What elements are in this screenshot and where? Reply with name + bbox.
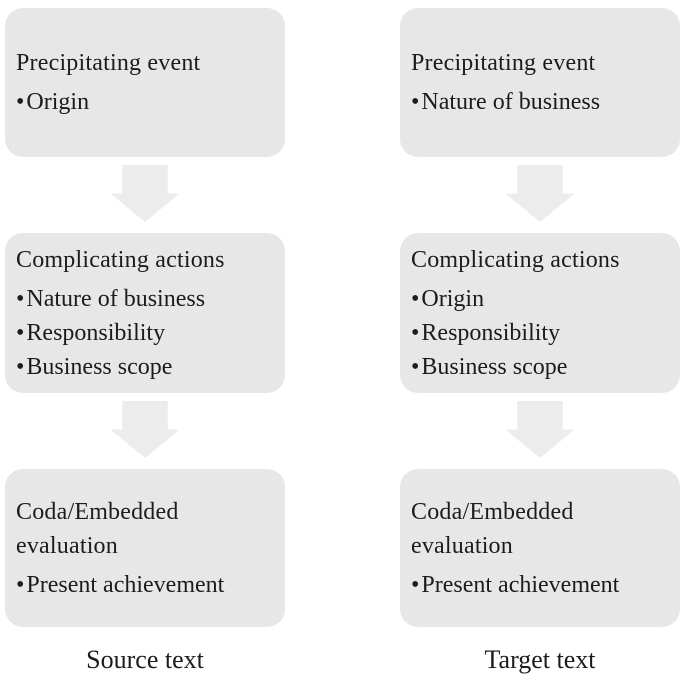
flow-box-coda-evaluation-source: Coda/Embedded evaluation • Present achie… bbox=[5, 469, 285, 627]
bullet-marker: • bbox=[411, 353, 420, 380]
bullet-text: Business scope bbox=[26, 353, 173, 380]
bullet-text: Responsibility bbox=[26, 319, 166, 346]
down-arrow-icon bbox=[505, 401, 575, 458]
bullet-item: • Present achievement bbox=[411, 568, 672, 602]
bullet-text: Present achievement bbox=[421, 571, 620, 598]
bullet-text: Present achievement bbox=[26, 571, 225, 598]
bullet-marker: • bbox=[16, 571, 25, 598]
bullet-item: • Origin bbox=[16, 85, 277, 119]
bullet-marker: • bbox=[411, 319, 420, 346]
bullet-item: • Present achievement bbox=[16, 568, 277, 602]
flow-box-complicating-actions-target: Complicating actions • Origin • Responsi… bbox=[400, 233, 680, 393]
bullet-text: Nature of business bbox=[421, 89, 601, 115]
flow-box-precipitating-event-target: Precipitating event • Nature of business bbox=[400, 8, 680, 157]
column-caption-source: Source text bbox=[86, 645, 204, 674]
bullet-marker: • bbox=[411, 571, 420, 598]
down-arrow-icon bbox=[505, 165, 575, 222]
down-arrow-icon bbox=[110, 165, 180, 222]
bullet-item: • Responsibility bbox=[411, 316, 672, 350]
bullet-list: • Origin • Responsibility • Business sco… bbox=[411, 282, 672, 384]
bullet-text: Nature of business bbox=[26, 285, 206, 312]
bullet-item: • Business scope bbox=[16, 350, 277, 384]
column-caption-target: Target text bbox=[484, 645, 596, 674]
bullet-marker: • bbox=[16, 285, 25, 312]
bullet-text: Origin bbox=[421, 285, 485, 312]
target-text-column: Precipitating event • Nature of business… bbox=[400, 0, 680, 675]
flow-box-precipitating-event-source: Precipitating event • Origin bbox=[5, 8, 285, 157]
bullet-item: • Business scope bbox=[411, 350, 672, 384]
bullet-marker: • bbox=[16, 319, 25, 346]
bullet-marker: • bbox=[411, 89, 420, 115]
box-title: Precipitating event bbox=[411, 50, 596, 76]
box-title: Complicating actions bbox=[411, 246, 620, 273]
bullet-marker: • bbox=[16, 89, 25, 115]
flow-box-coda-evaluation-target: Coda/Embedded evaluation • Present achie… bbox=[400, 469, 680, 627]
bullet-item: • Nature of business bbox=[16, 282, 277, 316]
box-title: Precipitating event bbox=[16, 50, 201, 76]
bullet-list: • Present achievement bbox=[411, 568, 672, 602]
bullet-item: • Responsibility bbox=[16, 316, 277, 350]
box-title: Complicating actions bbox=[16, 246, 225, 273]
box-title: Coda/Embedded evaluation bbox=[16, 498, 179, 559]
bullet-item: • Origin bbox=[411, 282, 672, 316]
bullet-marker: • bbox=[411, 285, 420, 312]
bullet-list: • Present achievement bbox=[16, 568, 277, 602]
down-arrow-icon bbox=[110, 401, 180, 458]
bullet-item: • Nature of business bbox=[411, 85, 672, 119]
bullet-list: • Origin bbox=[16, 85, 277, 119]
bullet-list: • Nature of business bbox=[411, 85, 672, 119]
bullet-text: Business scope bbox=[421, 353, 568, 380]
bullet-text: Origin bbox=[26, 89, 90, 115]
bullet-text: Responsibility bbox=[421, 319, 561, 346]
bullet-list: • Nature of business • Responsibility • … bbox=[16, 282, 277, 384]
bullet-marker: • bbox=[16, 353, 25, 380]
flow-box-complicating-actions-source: Complicating actions • Nature of busines… bbox=[5, 233, 285, 393]
box-title: Coda/Embedded evaluation bbox=[411, 498, 574, 559]
source-text-column: Precipitating event • Origin Complicatin… bbox=[5, 0, 285, 675]
